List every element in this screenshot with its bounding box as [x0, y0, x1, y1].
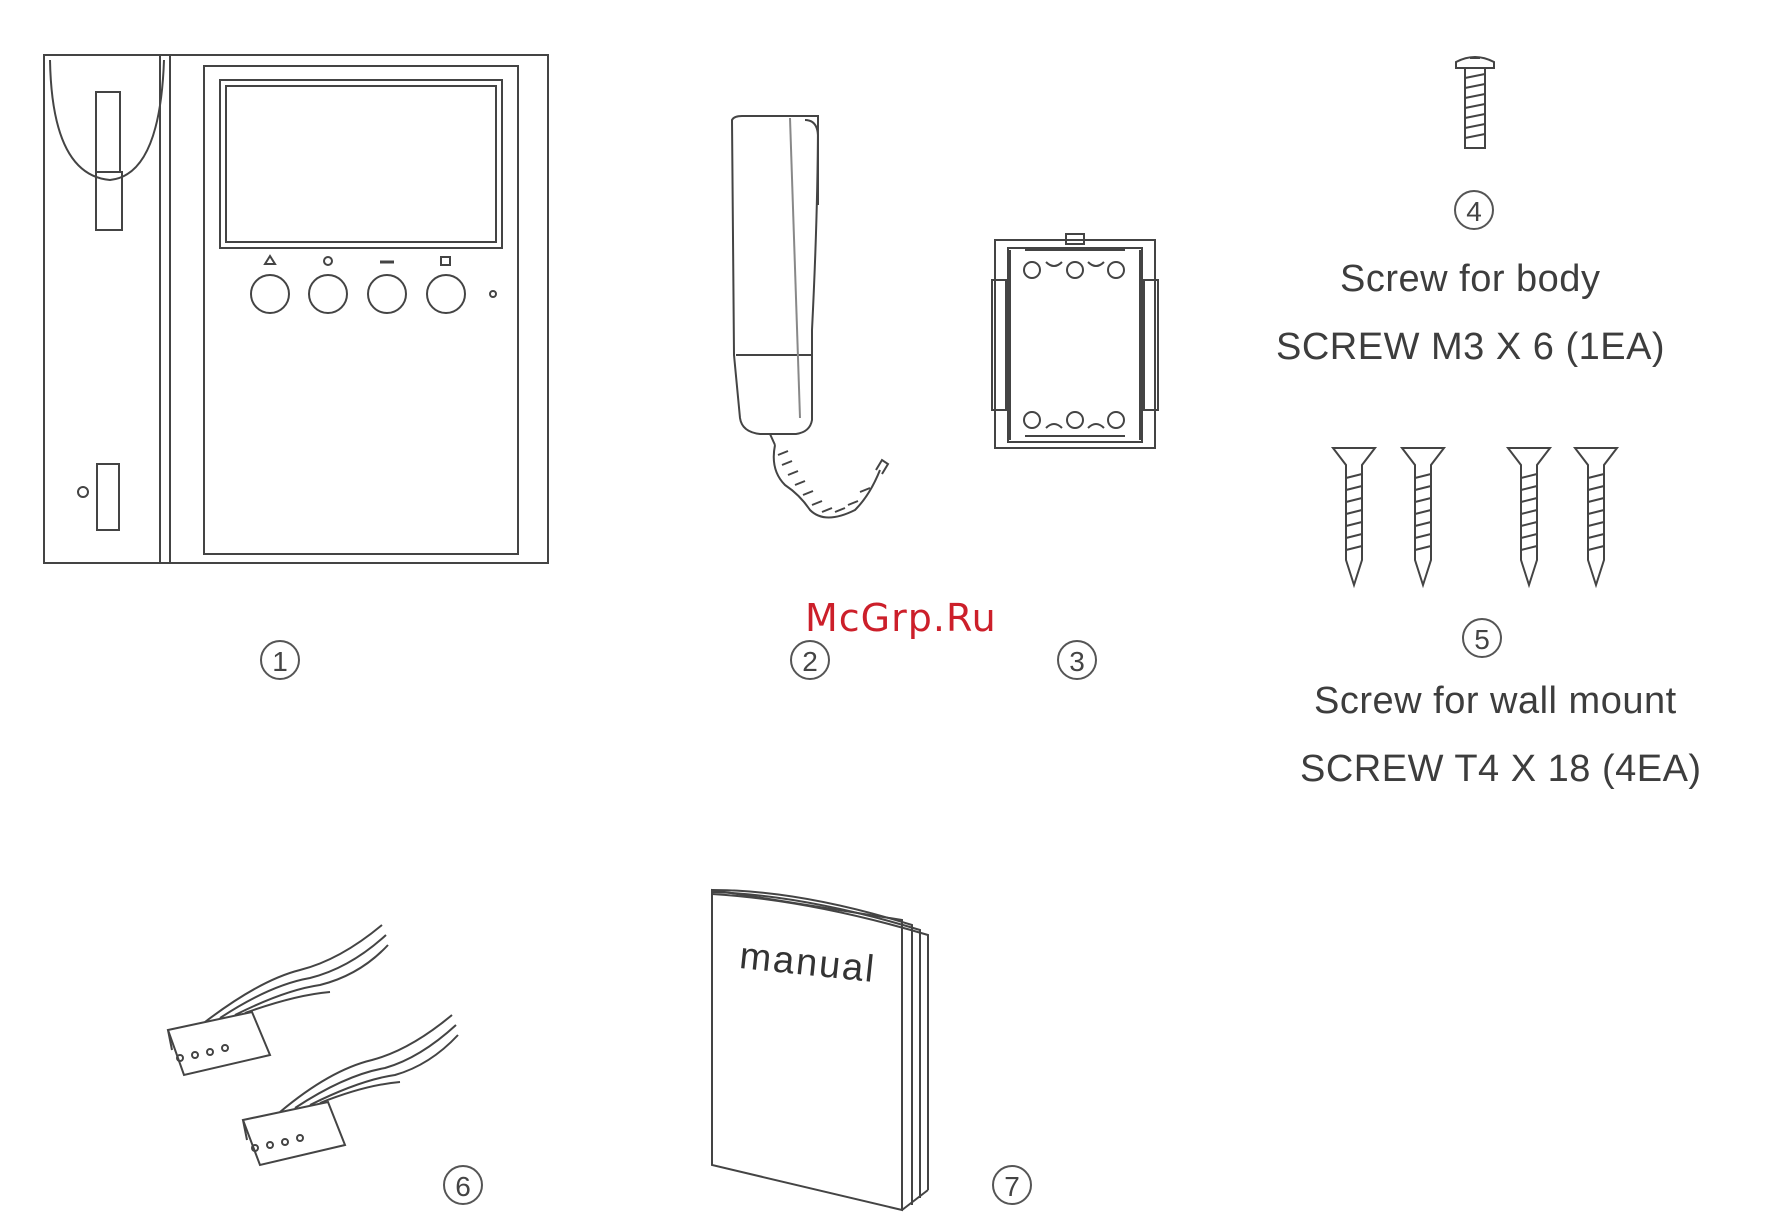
item-number-3: 3	[1057, 640, 1097, 680]
item-number-2: 2	[790, 640, 830, 680]
body-screw-caption-title: Screw for body	[1340, 258, 1600, 301]
monitor-unit-drawing	[44, 55, 548, 563]
item-number-6: 6	[443, 1165, 483, 1205]
wall-screw-caption-title: Screw for wall mount	[1314, 680, 1677, 723]
item-number-4: 4	[1454, 190, 1494, 230]
body-screw-drawing	[1456, 57, 1494, 148]
item-number-1: 1	[260, 640, 300, 680]
connector-cables-drawing	[168, 925, 458, 1165]
wall-screw-caption-spec: SCREW T4 X 18 (4EA)	[1300, 748, 1702, 791]
body-screw-caption-spec: SCREW M3 X 6 (1EA)	[1276, 326, 1665, 369]
watermark: McGrp.Ru	[805, 596, 997, 640]
item-number-5: 5	[1462, 618, 1502, 658]
handset-drawing	[732, 116, 888, 518]
wall-screws-drawing	[1333, 448, 1617, 585]
wall-bracket-drawing	[992, 234, 1158, 448]
item-number-7: 7	[992, 1165, 1032, 1205]
